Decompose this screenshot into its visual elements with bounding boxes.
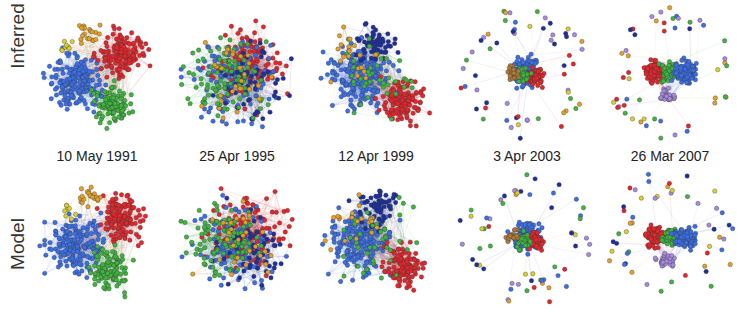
network-edge (84, 25, 100, 26)
network-edge (290, 59, 292, 96)
